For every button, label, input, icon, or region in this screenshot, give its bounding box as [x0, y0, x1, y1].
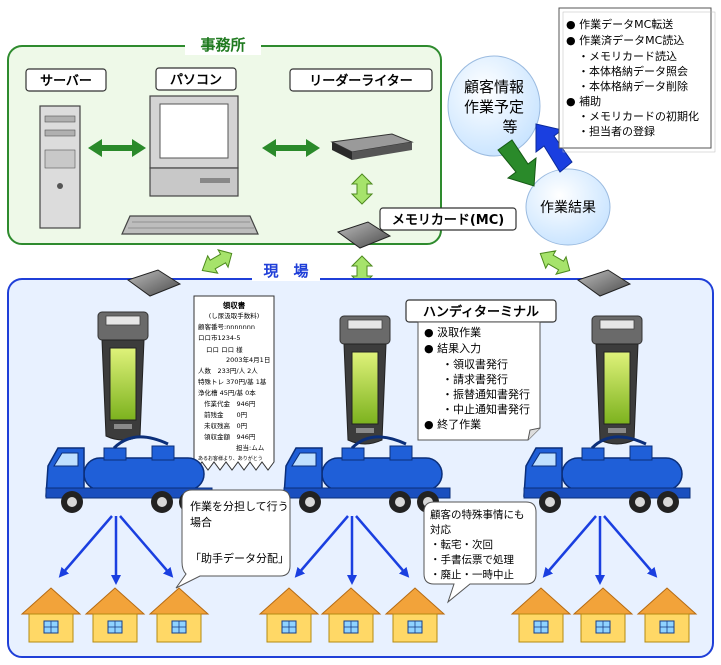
field-title: 現 場 — [263, 262, 308, 280]
handy-terminal-label-box: ハンディターミナル — [405, 299, 557, 323]
callout-split-line-2: 場合 — [190, 515, 212, 529]
callout-special-line-1: 顧客の特殊事情にも — [430, 508, 525, 521]
callout-split-line-4: 「助手データ分配」 — [190, 551, 289, 565]
customer-to-field-arrow — [497, 139, 537, 187]
receipt-line-13: 領収金額 946円 — [204, 432, 255, 441]
pc-reader-arrow — [262, 139, 320, 157]
result-to-office-arrow — [535, 123, 573, 173]
office-function-5: ・本体格納データ削除 — [578, 79, 688, 93]
pc-icon — [121, 95, 259, 235]
office-function-7: ・メモリカードの初期化 — [578, 109, 699, 123]
receipt-line-1: 領収書 — [222, 300, 246, 310]
terminal-function-5: ・振替通知書発行 — [442, 387, 530, 401]
office-function-3: ・メモリカード読込 — [578, 49, 677, 63]
office-title: 事務所 — [200, 36, 245, 54]
delivery-arrows — [58, 515, 658, 585]
callout-special-line-3: ・転宅・次回 — [430, 538, 493, 551]
reader-writer-label-box: リーダーライター — [289, 68, 433, 92]
reader-writer-label: リーダーライター — [309, 73, 412, 89]
server-icon — [39, 105, 81, 229]
terminal-function-2: ● 結果入力 — [424, 341, 481, 355]
customer-info-bubble: 顧客情報 作業予定 等 — [447, 55, 541, 157]
receipt-paper: 領収書 (し尿汲取手数料) 顧客番号:nnnnnnn ロロ市1234-5 ロロ … — [193, 295, 275, 472]
memory-card-label-box: メモリカード(MC) — [379, 207, 517, 231]
receipt-line-4: ロロ市1234-5 — [198, 333, 241, 342]
card-right-arrow — [539, 250, 571, 275]
handy-terminal-label: ハンディターミナル — [423, 304, 539, 320]
receipt-line-14: 担当:ムム — [236, 443, 265, 452]
terminal-center-icon — [339, 315, 391, 445]
reader-card-arrow — [350, 173, 374, 205]
callout-special-line-4: ・手書伝票で処理 — [430, 553, 514, 566]
office-function-8: ・担当者の登録 — [578, 124, 655, 138]
office-function-6: ● 補助 — [566, 94, 601, 108]
terminal-function-3: ・領収書発行 — [442, 357, 508, 371]
server-pc-arrow — [88, 139, 146, 157]
reader-writer-icon — [330, 133, 414, 160]
receipt-line-6: 2003年4月1日 — [226, 355, 270, 364]
office-function-4: ・本体格納データ照会 — [578, 64, 688, 78]
memory-card-label: メモリカード(MC) — [392, 213, 504, 228]
terminal-right-icon — [591, 315, 643, 445]
callout-special-cases: 顧客の特殊事情にも 対応 ・転宅・次回 ・手書伝票で処理 ・廃止・一時中止 — [423, 501, 537, 604]
server-label-box: サーバー — [25, 68, 107, 92]
customer-info-line-1: 顧客情報 — [464, 78, 524, 96]
receipt-line-11: 前残金 0円 — [204, 410, 247, 419]
receipt-line-15: あるお客様より、ありがとう — [198, 455, 263, 462]
terminal-function-4: ・請求書発行 — [442, 372, 508, 386]
card-left-arrow — [201, 249, 233, 274]
pc-label: パソコン — [170, 73, 222, 88]
receipt-line-5: ロロ ロロ 様 — [206, 345, 243, 354]
callout-special-line-5: ・廃止・一時中止 — [430, 568, 514, 581]
terminal-functions-box: ● 汲取作業 ● 結果入力 ・領収書発行 ・請求書発行 ・振替通知書発行 ・中止… — [417, 321, 541, 441]
receipt-line-10: 作業代金 946円 — [204, 399, 255, 408]
terminal-function-6: ・中止通知書発行 — [442, 402, 530, 416]
receipt-line-9: 浄化槽 45円/基 0本 — [198, 388, 256, 397]
receipt-line-3: 顧客番号:nnnnnnn — [198, 322, 255, 331]
terminal-function-1: ● 汲取作業 — [424, 326, 481, 339]
callout-split-work: 作業を分担して行う 場合 「助手データ分配」 — [175, 489, 291, 589]
office-function-1: ● 作業データMC転送 — [566, 17, 673, 31]
server-label: サーバー — [40, 74, 92, 89]
callout-special-line-2: 対応 — [430, 523, 451, 536]
receipt-line-12: 未収残高 0円 — [204, 421, 247, 430]
pc-label-box: パソコン — [155, 67, 237, 91]
office-function-2: ● 作業済データMC読込 — [566, 33, 684, 47]
work-result-bubble: 作業結果 — [525, 168, 611, 246]
callout-split-line-1: 作業を分担して行う — [190, 499, 289, 513]
work-result-label: 作業結果 — [540, 200, 596, 216]
receipt-line-7: 人数 233円/人 2人 — [198, 366, 258, 375]
receipt-line-8: 特殊トレ 370円/基 1基 — [198, 377, 267, 386]
terminal-left-icon — [97, 311, 149, 441]
receipt-line-2: (し尿汲取手数料) — [209, 311, 260, 320]
office-functions-box: ● 作業データMC転送 ● 作業済データMC読込 ・メモリカード読込 ・本体格納… — [558, 7, 716, 153]
customer-info-line-2: 作業予定 — [464, 98, 524, 116]
terminal-function-7: ● 終了作業 — [424, 417, 481, 431]
customer-info-line-3: 等 — [502, 118, 517, 136]
